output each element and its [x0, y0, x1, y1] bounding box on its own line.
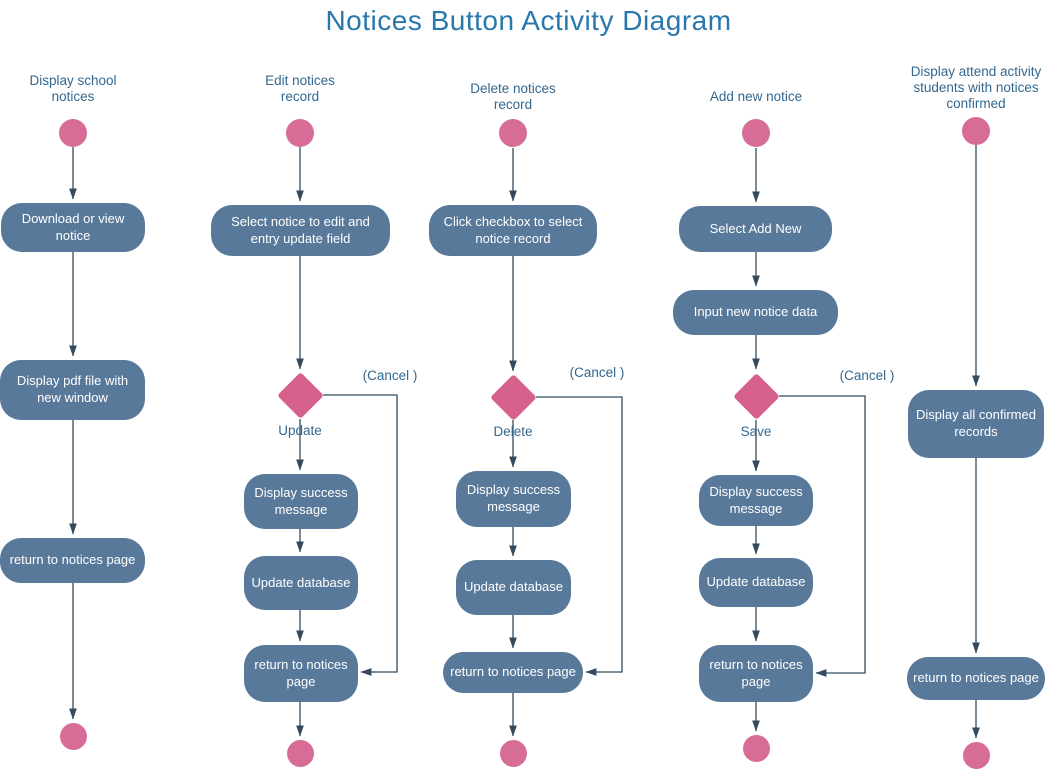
lane3-cancel-label: (Cancel ) [569, 365, 625, 380]
lane4-action-update-database: Update database [699, 558, 813, 607]
lane3-action-click-checkbox: Click checkbox to select notice record [429, 205, 597, 256]
lane3-action-label: Delete [493, 424, 533, 439]
lane2-action-return-to-notices: return to notices page [244, 645, 358, 702]
lane2-action-label: Update [278, 423, 322, 438]
lane3-connectors [509, 148, 623, 737]
lane4-action-return-to-notices: return to notices page [699, 645, 813, 702]
lane2-cancel-route [323, 394, 398, 676]
lane1-action-return-to-notices: return to notices page [0, 538, 145, 583]
lane2-action-display-success: Display success message [244, 474, 358, 529]
lane3-end-node [500, 740, 527, 767]
lane4-cancel-label: (Cancel ) [839, 368, 895, 383]
lane2-connectors [296, 147, 398, 737]
lane4-connectors [752, 148, 866, 732]
lane4-start-node [742, 119, 770, 147]
lane4-action-select-add-new: Select Add New [679, 206, 832, 252]
lane3-start-node [499, 119, 527, 147]
lane4-action-label: Save [740, 424, 772, 439]
lane4-cancel-route [779, 395, 866, 677]
lane3-action-display-success: Display success message [456, 471, 571, 527]
lane1-action-display-pdf: Display pdf file with new window [0, 360, 145, 420]
lane3-action-update-database: Update database [456, 560, 571, 615]
lane4-action-display-success: Display success message [699, 475, 813, 526]
lane2-cancel-label: (Cancel ) [362, 368, 418, 383]
lane5-action-return-to-notices: return to notices page [907, 657, 1045, 700]
lane1-start-node [59, 119, 87, 147]
lane5-action-display-all-confirmed: Display all confirmed records [908, 390, 1044, 458]
lane2-label: Edit notices record [265, 73, 335, 104]
lane3-action-return-to-notices: return to notices page [443, 652, 583, 693]
lane4-end-node [743, 735, 770, 762]
lane4-label: Add new notice [709, 89, 803, 104]
lane2-action-select-notice: Select notice to edit and entry update f… [211, 205, 390, 256]
lane5-start-node [962, 117, 990, 145]
lane3-cancel-route [536, 396, 623, 676]
lane2-end-node [287, 740, 314, 767]
lane1-end-node [60, 723, 87, 750]
lane2-action-update-database: Update database [244, 556, 358, 610]
lane5-end-node [963, 742, 990, 769]
lane1-action-download-or-view-notice: Download or view notice [1, 203, 145, 252]
lane3-label: Delete notices record [470, 81, 556, 112]
lane5-label: Display attend activity students with no… [910, 64, 1042, 111]
lane1-label: Display school notices [29, 73, 117, 104]
lane4-action-input-new-notice: Input new notice data [673, 290, 838, 335]
diagram-title: Notices Button Activity Diagram [325, 5, 732, 36]
lane2-start-node [286, 119, 314, 147]
